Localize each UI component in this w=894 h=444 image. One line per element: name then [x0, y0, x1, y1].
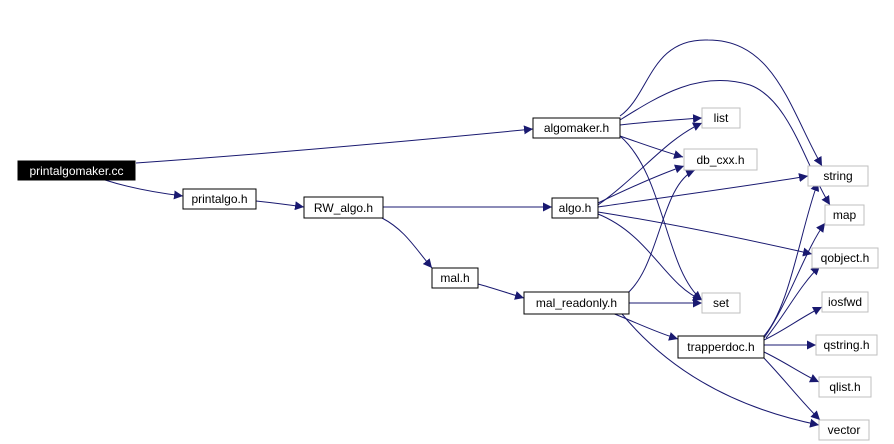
edge-algomaker-list: [619, 114, 703, 126]
node-label: qstring.h: [823, 338, 869, 352]
edge-rwalgo-mal: [381, 217, 433, 269]
edge-algomaker-dbcxx: [619, 135, 684, 159]
edge-algomaker-map: [619, 80, 831, 206]
node-printalgo-h[interactable]: printalgo.h: [182, 188, 257, 210]
node-label: map: [833, 208, 857, 222]
edge-trapperdoc-map: [763, 222, 826, 339]
edge-algo-set: [597, 213, 703, 301]
edge-malreadonly-trapperdoc: [611, 312, 679, 341]
edge-algo-list: [597, 122, 703, 206]
node-label: trapperdoc.h: [687, 340, 754, 354]
edge-mal-malreadonly: [477, 283, 525, 300]
node-map[interactable]: map: [824, 204, 865, 226]
node-label: string: [823, 169, 852, 183]
node-mal-h[interactable]: mal.h: [431, 267, 479, 289]
node-trapperdoc-h[interactable]: trapperdoc.h: [677, 335, 765, 359]
edge-malreadonly-vector: [621, 313, 820, 428]
node-mal-readonly-h[interactable]: mal_readonly.h: [523, 291, 630, 315]
node-label: vector: [828, 423, 861, 437]
node-label: qlist.h: [829, 380, 860, 394]
node-label: mal_readonly.h: [536, 296, 617, 310]
edge-algo-string: [597, 173, 809, 208]
node-db-cxx-h[interactable]: db_cxx.h: [683, 148, 758, 171]
node-vector[interactable]: vector: [818, 419, 870, 441]
nodes: printalgomaker.cc printalgo.h RW_algo.h …: [17, 107, 879, 441]
node-qobject-h[interactable]: qobject.h: [811, 247, 879, 269]
node-qstring-h[interactable]: qstring.h: [815, 334, 878, 356]
node-rw-algo-h[interactable]: RW_algo.h: [303, 196, 384, 219]
node-algo-h[interactable]: algo.h: [551, 197, 599, 219]
node-label: RW_algo.h: [314, 201, 373, 215]
node-label: list: [714, 111, 729, 125]
edge-trapperdoc-qlist: [763, 351, 820, 383]
node-label: iosfwd: [828, 295, 862, 309]
node-algomaker-h[interactable]: algomaker.h: [532, 117, 621, 139]
edge-algomaker-string: [619, 39, 823, 167]
edge-algomaker-set: [619, 135, 703, 301]
edge-printalgomaker-algomaker: [135, 125, 534, 164]
edge-trapperdoc-qobject: [765, 265, 821, 339]
node-label: algo.h: [559, 201, 592, 215]
node-printalgomaker-cc[interactable]: printalgomaker.cc: [17, 160, 136, 181]
edge-malreadonly-dbcxx: [623, 169, 696, 297]
node-iosfwd[interactable]: iosfwd: [821, 291, 869, 313]
node-label: qobject.h: [821, 251, 870, 265]
node-list[interactable]: list: [701, 107, 741, 129]
edge-trapperdoc-vector: [761, 355, 821, 421]
node-label: algomaker.h: [544, 121, 609, 135]
node-string[interactable]: string: [807, 165, 869, 187]
edge-algo-qobject: [597, 211, 813, 257]
node-label: mal.h: [440, 271, 469, 285]
node-label: printalgomaker.cc: [29, 164, 123, 178]
edge-trapperdoc-iosfwd: [763, 306, 823, 341]
edge-trapperdoc-string: [761, 181, 820, 339]
edge-algo-dbcxx: [597, 164, 685, 204]
edges: [104, 39, 831, 428]
node-label: printalgo.h: [191, 192, 247, 206]
edge-printalgomaker-printalgo: [104, 179, 184, 200]
node-qlist-h[interactable]: qlist.h: [818, 376, 872, 398]
node-set[interactable]: set: [701, 292, 741, 314]
node-label: db_cxx.h: [696, 153, 744, 167]
edge-printalgo-rwalgo: [255, 200, 305, 211]
node-label: set: [713, 296, 730, 310]
